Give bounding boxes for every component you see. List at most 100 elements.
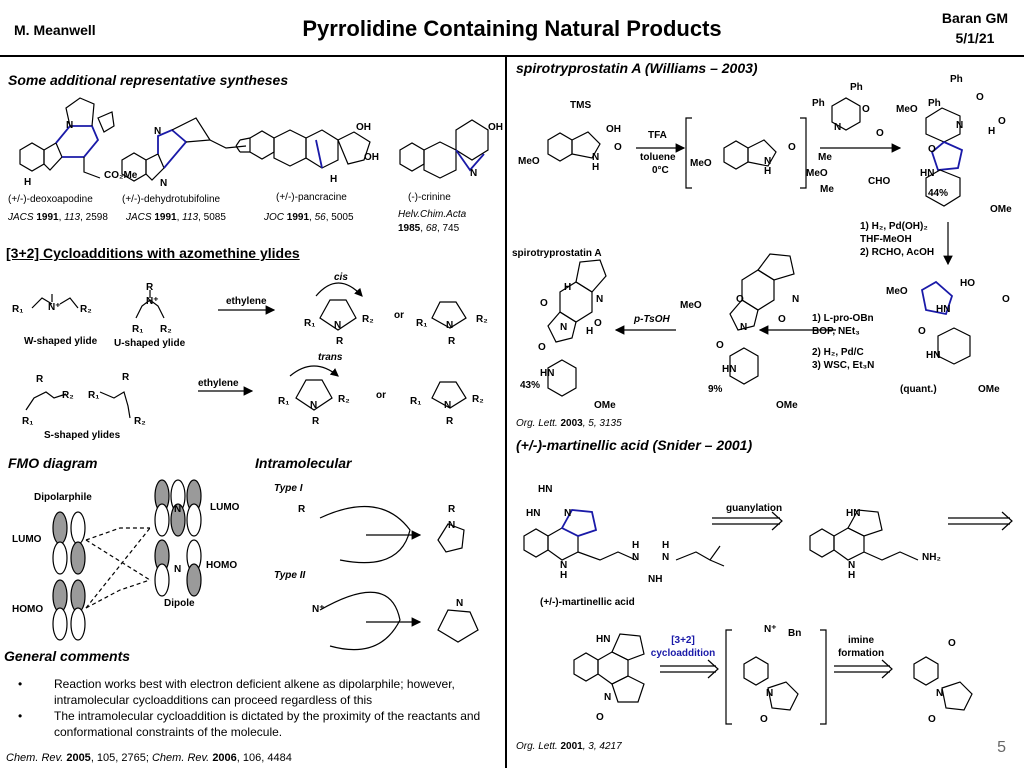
retro-arrow-3: [660, 659, 719, 679]
type1-label: Type I: [274, 483, 303, 494]
atom-label: N: [604, 692, 611, 703]
atom-label: N: [662, 552, 669, 563]
atom-label: R₁: [278, 396, 289, 407]
or-label-2: or: [376, 390, 386, 401]
type2-label: Type II: [274, 570, 306, 581]
oxazinone: [831, 97, 861, 131]
atom-label: N: [936, 688, 943, 699]
fmo-heading: FMO diagram: [8, 455, 98, 471]
atom-label: HN: [936, 304, 950, 315]
spiro-heading: spirotryprostatin A (Williams – 2003): [516, 60, 758, 76]
atom-label: O: [1002, 294, 1010, 305]
atom-label: N: [560, 322, 567, 333]
atom-label: R₁: [88, 390, 99, 401]
ethylene-label-2: ethylene: [198, 378, 239, 389]
atom-label: R₁: [12, 304, 23, 315]
martinellic-acid-structure: [523, 509, 725, 567]
atom-label: O: [788, 142, 796, 153]
atom-label: R: [336, 336, 344, 347]
compound-ref-3: JOC 1991, 56, 5005: [264, 212, 354, 223]
atom-label: N: [448, 520, 455, 531]
trans-product-2: [431, 381, 467, 409]
spirotryprostatin-name: spirotryprostatin A: [512, 248, 602, 259]
atom-label: N: [740, 322, 747, 333]
type2-tether: [319, 591, 401, 651]
atom-label: H: [988, 126, 995, 137]
atom-label: CHO: [868, 176, 890, 187]
spiro-reference: Org. Lett. 2003, 5, 3135: [516, 418, 622, 429]
page-title: Pyrrolidine Containing Natural Products: [302, 16, 722, 41]
atom-label: O: [614, 142, 622, 153]
atom-label: TMS: [570, 100, 591, 111]
retro-arrow-4: [834, 659, 893, 679]
atom-label: R₂: [134, 416, 146, 427]
atom-label: R₂: [362, 314, 374, 325]
atom-label: Me: [818, 152, 832, 163]
atom-label: R: [122, 372, 130, 383]
atom-label: N: [174, 504, 181, 515]
atom-label: MeO: [896, 104, 918, 115]
atom-label: O: [862, 104, 870, 115]
column-divider: [505, 57, 507, 768]
atom-label: R₂: [472, 394, 484, 405]
atom-label: H: [848, 570, 855, 581]
atom-label: MeO: [680, 300, 702, 311]
atom-label: N: [956, 120, 963, 131]
atom-label: H: [560, 570, 567, 581]
intramolecular-heading: Intramolecular: [255, 455, 352, 471]
atom-label: N: [66, 120, 73, 131]
atom-label: N: [334, 320, 341, 331]
atom-label: R₂: [80, 304, 92, 315]
compound-ref-1: JACS 1991, 113, 2598: [8, 212, 108, 223]
atom-label: OMe: [990, 204, 1012, 215]
atom-label: O: [716, 340, 724, 351]
diamine-structure: [809, 509, 919, 561]
ethylene-label-1: ethylene: [226, 296, 267, 307]
atom-label: O: [596, 712, 604, 723]
atom-label: N: [764, 156, 771, 167]
s-ylides-label: S-shaped ylides: [44, 430, 121, 441]
crinine-structure: [399, 119, 489, 179]
spiro-start-material: [547, 131, 601, 162]
atom-label: H: [564, 282, 571, 293]
martinellic-heading: (+/-)-martinellic acid (Snider – 2001): [516, 437, 753, 453]
atom-label: Ph: [812, 98, 825, 109]
homo-right-label: HOMO: [206, 560, 238, 571]
atom-label: O: [594, 318, 602, 329]
page-number: 5: [997, 739, 1006, 756]
atom-label: N⁺: [312, 604, 325, 615]
u-ylide-label: U-shaped ylide: [114, 338, 186, 349]
general-comments-heading: General comments: [4, 648, 131, 664]
cis-product-2: [431, 301, 467, 329]
compound-name-1: (+/-)-deoxoapodine: [8, 194, 93, 205]
atom-label: N: [564, 508, 571, 519]
atom-label: O: [540, 298, 548, 309]
atom-label: N⁺: [48, 302, 61, 313]
atom-label: HN: [596, 634, 610, 645]
compound-ref-2: JACS 1991, 113, 5085: [126, 212, 226, 223]
header-right: Baran GM 5/1/21: [942, 8, 1008, 48]
atom-label: N: [174, 564, 181, 575]
atom-label: N: [446, 320, 453, 331]
atom-label: N: [444, 400, 451, 411]
cis-label: cis: [334, 272, 348, 283]
atom-label: R₁: [22, 416, 33, 427]
atom-label: N: [160, 178, 167, 189]
type1-tether: [319, 505, 411, 564]
tetracycle-structure: [573, 633, 645, 703]
ptsoh-label: p-TsOH: [634, 314, 670, 325]
atom-label: HN: [526, 508, 540, 519]
atom-label: HN: [926, 350, 940, 361]
dipole-label: Dipole: [164, 598, 195, 609]
general-comments-list: •Reaction works best with electron defic…: [16, 676, 502, 740]
atom-label: R: [146, 282, 154, 293]
atom-label: R: [448, 504, 456, 515]
temperature-label: 0°C: [652, 165, 669, 176]
lumo-right-label: LUMO: [210, 502, 240, 513]
atom-label: N⁺: [764, 624, 777, 635]
martinellic-acid-name: (+/-)-martinellic acid: [540, 597, 635, 608]
atom-label: O: [778, 314, 786, 325]
yield-9: 9%: [708, 384, 723, 395]
